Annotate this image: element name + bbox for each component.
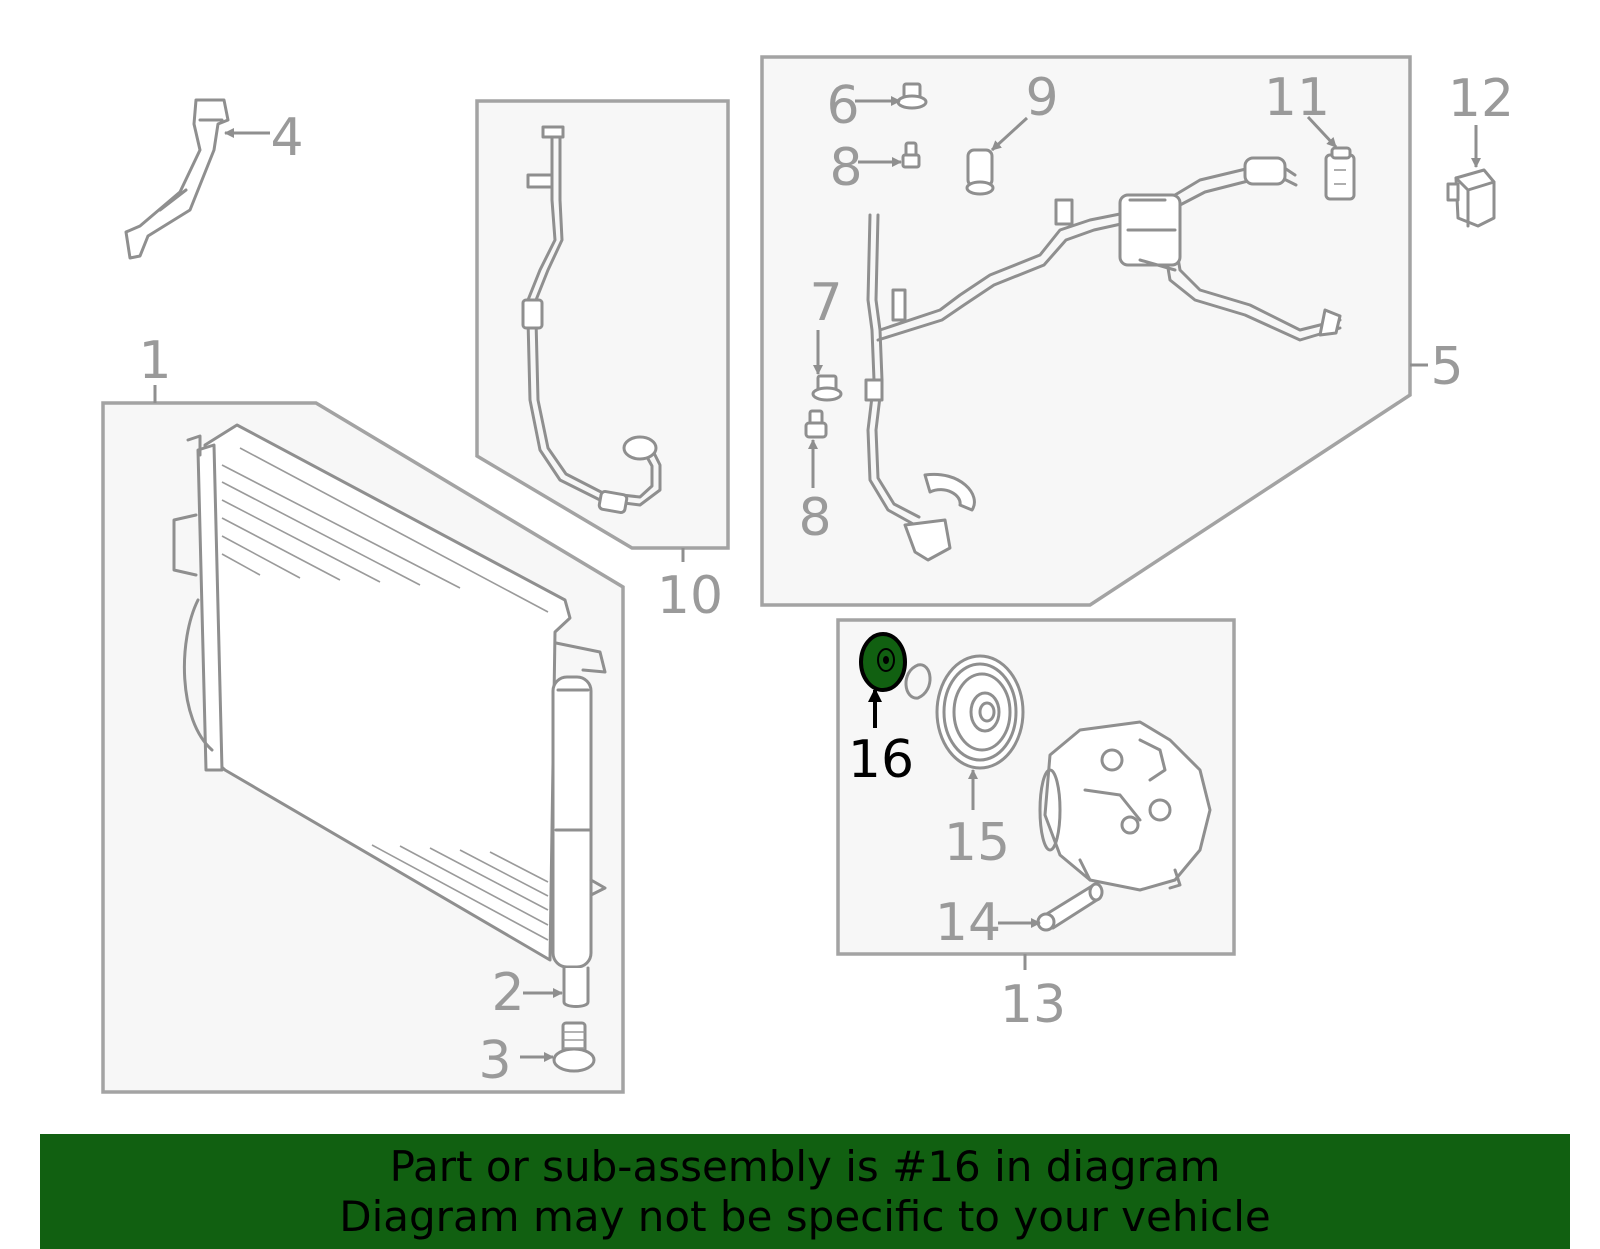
callout-5[interactable]: 5 xyxy=(1430,337,1463,397)
info-banner: Part or sub-assembly is #16 in diagram D… xyxy=(40,1134,1570,1249)
hose-assembly-group-box xyxy=(760,55,1428,607)
leader-arrows xyxy=(224,96,1481,1062)
callout-3[interactable]: 3 xyxy=(478,1031,511,1091)
sensor-part-12[interactable] xyxy=(1446,168,1496,228)
callout-13[interactable]: 13 xyxy=(1000,975,1066,1035)
callout-12[interactable]: 12 xyxy=(1448,69,1514,129)
callout-11[interactable]: 11 xyxy=(1264,68,1330,128)
relief-valve-part-14[interactable] xyxy=(1036,882,1104,932)
callout-9[interactable]: 9 xyxy=(1025,68,1058,128)
cap-part-6[interactable] xyxy=(896,82,928,110)
callout-numbers: 1 2 3 4 5 6 7 8 8 9 10 11 12 13 14 15 16 xyxy=(138,68,1514,1091)
cap-part-7[interactable] xyxy=(811,374,843,402)
compressor-part[interactable] xyxy=(1038,720,1212,892)
clutch-hub-part-16[interactable] xyxy=(859,632,907,692)
callout-10[interactable]: 10 xyxy=(657,566,723,626)
callout-8-bottom[interactable]: 8 xyxy=(798,488,831,548)
callout-6[interactable]: 6 xyxy=(826,76,859,136)
valve-core-part-8-bottom[interactable] xyxy=(804,409,828,439)
banner-line-part-number: Part or sub-assembly is #16 in diagram xyxy=(389,1142,1221,1191)
callout-15[interactable]: 15 xyxy=(944,813,1010,873)
bracket-part[interactable] xyxy=(124,98,230,260)
callout-1[interactable]: 1 xyxy=(138,331,171,391)
condenser-part[interactable] xyxy=(172,423,607,969)
callout-14[interactable]: 14 xyxy=(935,893,1001,953)
hose-10-group-box xyxy=(475,99,730,562)
banner-line-disclaimer: Diagram may not be specific to your vehi… xyxy=(339,1192,1271,1241)
callout-4[interactable]: 4 xyxy=(270,108,303,168)
snap-ring-part[interactable] xyxy=(904,663,932,700)
switch-part-9[interactable] xyxy=(965,148,995,196)
discharge-hose-part[interactable] xyxy=(521,125,662,514)
callout-7[interactable]: 7 xyxy=(809,273,842,333)
valve-part-11[interactable] xyxy=(1324,146,1356,201)
suction-hose-part[interactable] xyxy=(864,156,1342,562)
pulley-part-15[interactable] xyxy=(935,654,1025,770)
drier-cap-part[interactable] xyxy=(562,966,590,1008)
valve-core-part-8-top[interactable] xyxy=(901,141,921,169)
callout-8-top[interactable]: 8 xyxy=(829,138,862,198)
callout-2[interactable]: 2 xyxy=(491,963,524,1023)
drier-plug-part[interactable] xyxy=(552,1021,596,1073)
callout-16-highlighted[interactable]: 16 xyxy=(848,730,914,790)
